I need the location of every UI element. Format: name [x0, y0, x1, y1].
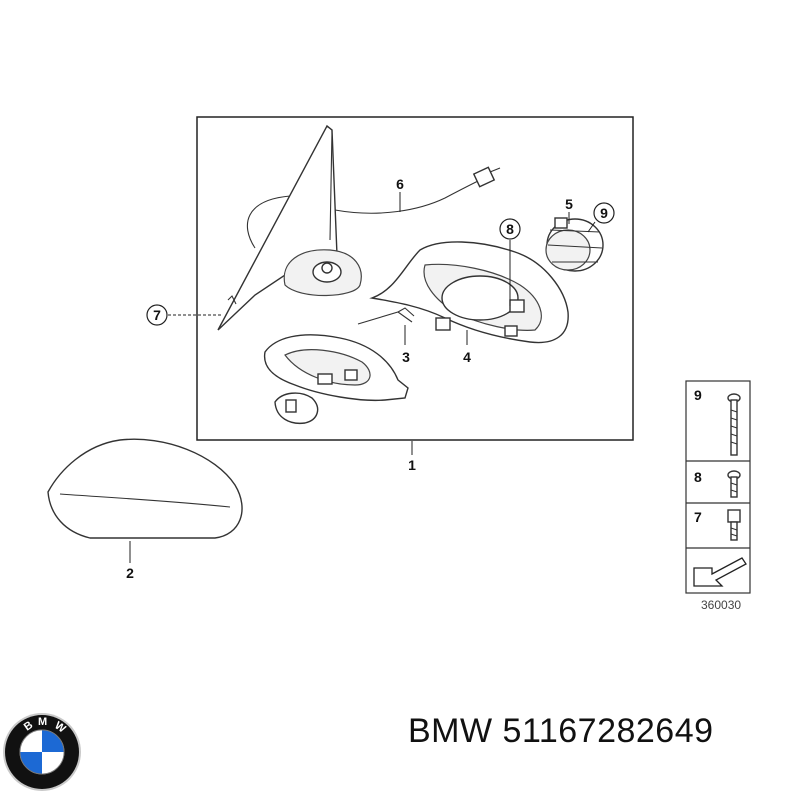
legend-item-9: 9 — [694, 387, 702, 403]
hex-bolt-icon — [727, 509, 741, 541]
cable-harness-part — [246, 166, 501, 249]
spring-clip-part — [357, 307, 415, 325]
bmw-logo: B M W — [3, 713, 81, 791]
direction-arrow-icon — [693, 557, 747, 587]
long-screw-icon — [727, 393, 741, 456]
svg-text:7: 7 — [153, 307, 161, 323]
callout-9-circled: 9 — [593, 202, 615, 224]
legend-item-8: 8 — [694, 469, 702, 485]
callout-3: 3 — [402, 349, 410, 365]
mirror-bracket-part — [263, 334, 409, 425]
svg-text:3: 3 — [402, 349, 410, 365]
legend-item-7: 7 — [694, 509, 702, 525]
callout-1: 1 — [408, 457, 416, 473]
callout-5: 5 — [565, 196, 573, 212]
svg-text:4: 4 — [463, 349, 471, 365]
assembly-frame — [196, 116, 634, 441]
callout-4: 4 — [463, 349, 471, 365]
part-number: 51167282649 — [502, 712, 714, 750]
part-number-caption: BMW 51167282649 — [408, 712, 714, 751]
mirror-base-part — [217, 124, 362, 331]
callout-7-circled: 7 — [146, 304, 168, 326]
short-screw-icon — [727, 470, 741, 498]
diagram-code: 360030 — [701, 598, 741, 612]
svg-text:9: 9 — [600, 205, 608, 221]
mirror-glass-carrier-part — [369, 241, 569, 344]
callout-6: 6 — [396, 176, 404, 192]
callout-2: 2 — [126, 565, 134, 581]
fastener-legend: 9 8 7 — [685, 380, 751, 594]
brand-name: BMW — [408, 712, 493, 750]
svg-text:2: 2 — [126, 565, 134, 581]
svg-text:5: 5 — [565, 196, 573, 212]
svg-text:8: 8 — [506, 221, 514, 237]
svg-text:M: M — [38, 716, 47, 728]
callout-8-circled: 8 — [499, 218, 521, 240]
mirror-cap-part — [47, 438, 243, 539]
leader-lines — [129, 192, 596, 563]
motor-part — [545, 217, 604, 272]
svg-text:6: 6 — [396, 176, 404, 192]
svg-text:1: 1 — [408, 457, 416, 473]
